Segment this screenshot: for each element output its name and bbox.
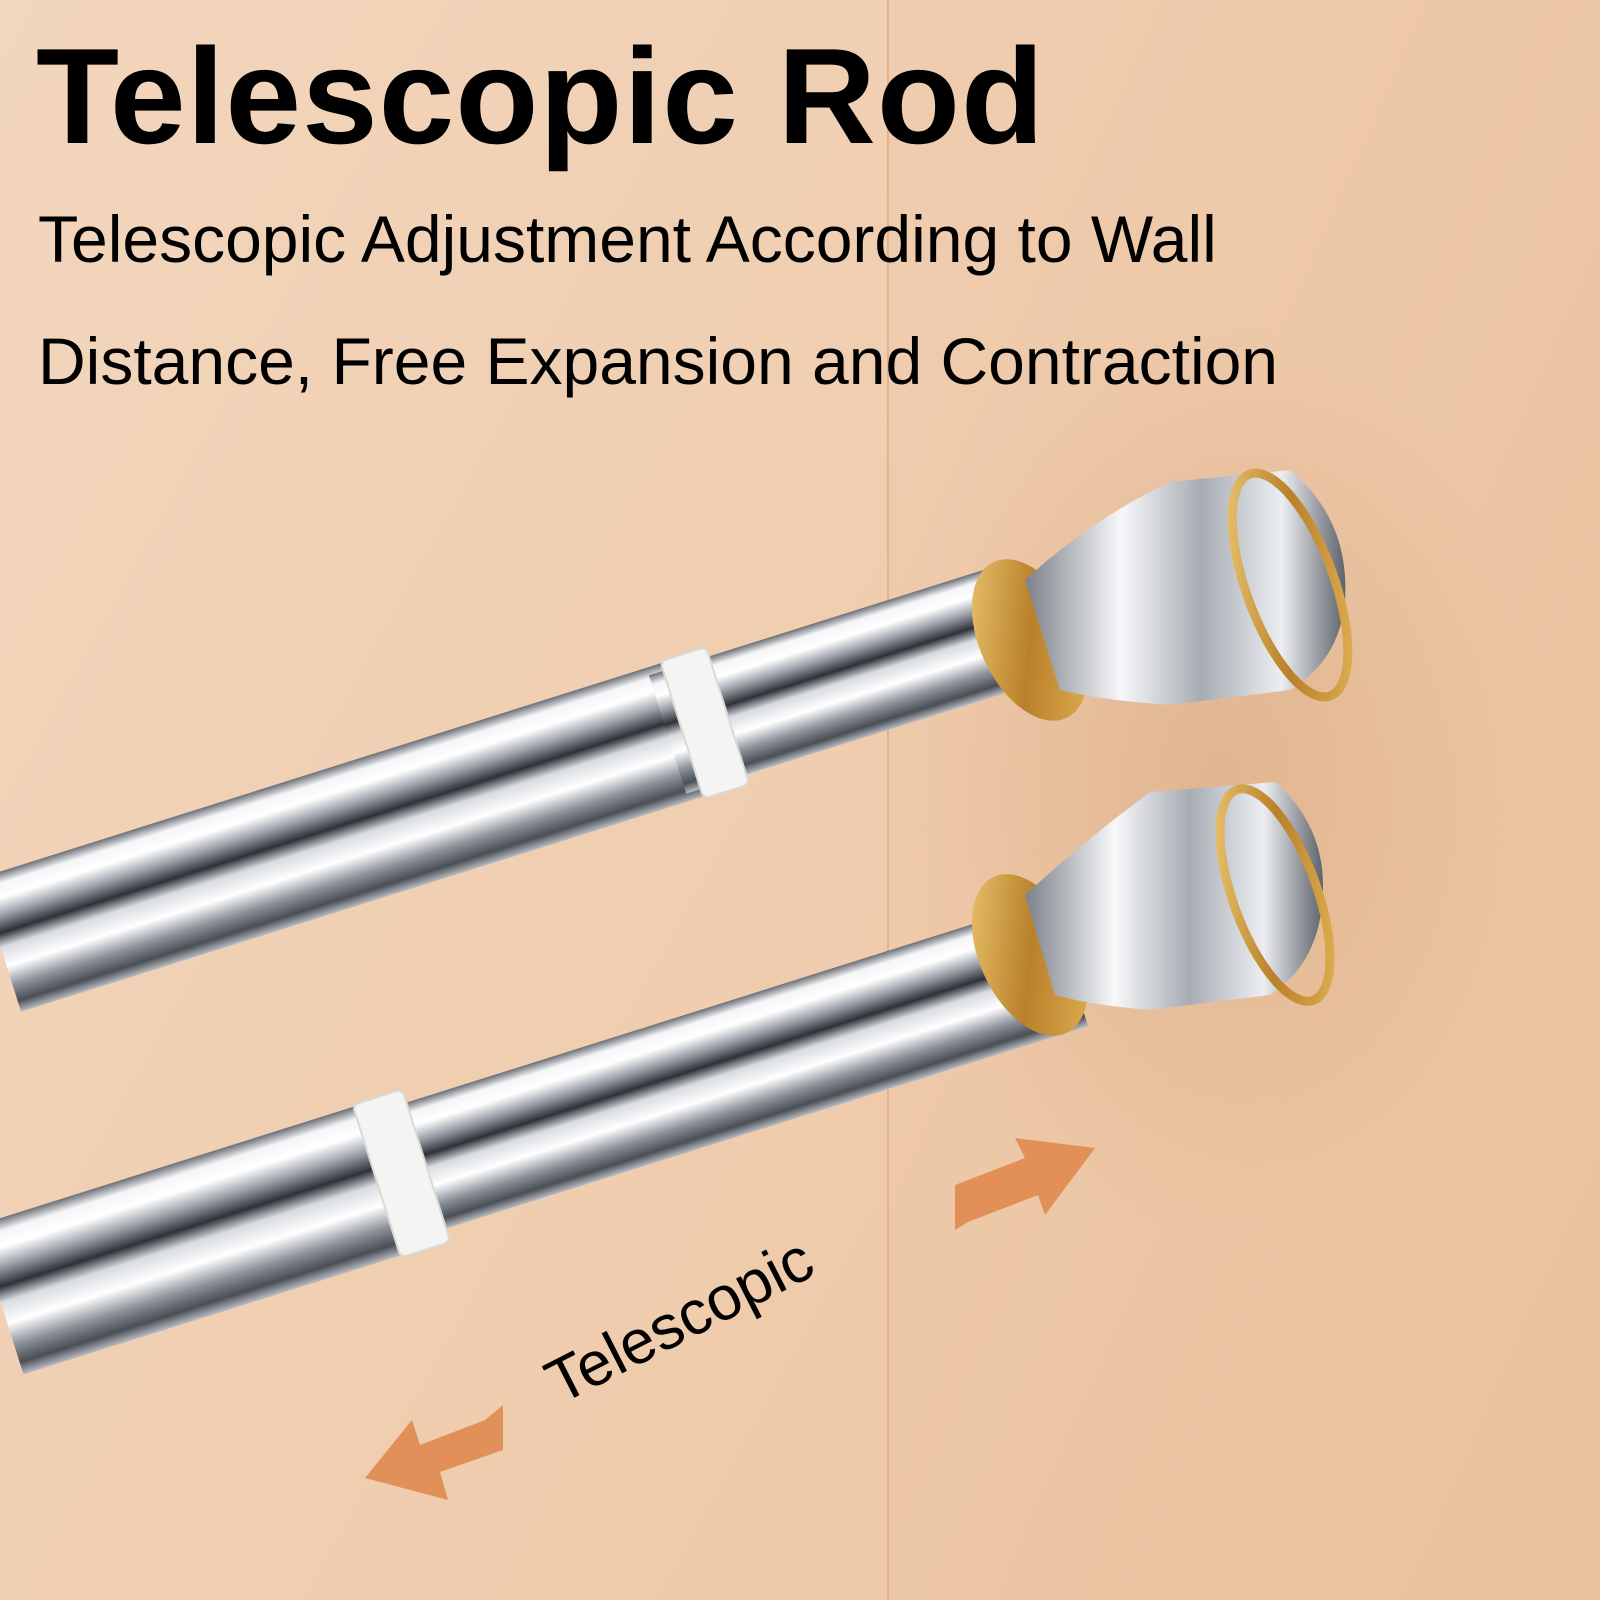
lower-rod-white-ring xyxy=(353,1089,450,1257)
upper-rod-white-ring xyxy=(660,647,749,799)
upper-rod xyxy=(0,468,1353,1012)
upper-rod-thin-tube xyxy=(0,649,746,1012)
arrow-left-icon xyxy=(365,1405,503,1500)
lower-rod xyxy=(0,782,1335,1375)
subtitle-line-1: Telescopic Adjustment According to Wall xyxy=(38,202,1217,276)
wall-shadow xyxy=(900,320,1540,1240)
upper-rod-cap-gold-rim xyxy=(1227,468,1353,702)
lower-rod-thin-tube xyxy=(0,1093,444,1375)
arrow-right-icon xyxy=(955,1138,1095,1230)
lower-rod-thick-tube xyxy=(361,900,1089,1243)
lower-rod-cap-gold-rim xyxy=(1215,784,1335,1006)
lower-rod-end-cap xyxy=(1025,782,1324,1010)
page-title: Telescopic Rod xyxy=(36,20,1046,172)
subtitle-line-2: Distance, Free Expansion and Contraction xyxy=(38,324,1279,398)
upper-rod-thick-tube xyxy=(648,561,1049,794)
